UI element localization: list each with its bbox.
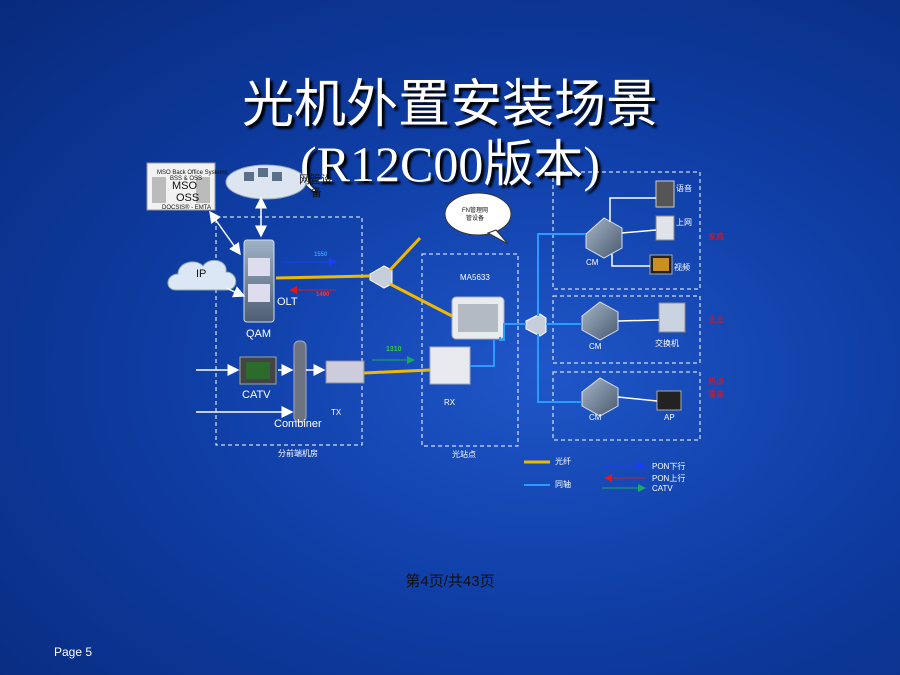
internet-label: 上网	[676, 218, 692, 227]
olt-label: OLT	[277, 296, 298, 308]
tx-device	[325, 360, 365, 384]
netmgmt-label-2: 备	[311, 187, 322, 199]
cm-device-3	[581, 377, 619, 417]
legend-coax-label: 同轴	[555, 480, 571, 489]
enterprise-label: 企业	[708, 315, 724, 324]
hotspot-label-1: 热点	[708, 377, 724, 386]
legend-pon-down-label: PON下行	[652, 462, 686, 471]
cm-label-1: CM	[586, 258, 599, 267]
enterprise-group-box	[552, 295, 701, 364]
wavelength-1490: 1490	[316, 292, 330, 298]
rx-label: RX	[444, 398, 456, 407]
ap-device	[656, 390, 682, 411]
cm-device-2	[581, 301, 619, 341]
ap-label: AP	[664, 413, 675, 422]
fn-label-1: FN管理网	[462, 208, 488, 214]
olt-qam-rack	[243, 239, 275, 323]
ip-cloud	[167, 259, 237, 291]
legend-catv-label: CATV	[652, 484, 673, 493]
cm-label-2: CM	[589, 342, 602, 351]
legend-pon-up-label: PON上行	[652, 474, 686, 483]
optical-splitter-1	[369, 265, 393, 289]
mso-sub: BSS & OSS	[170, 176, 203, 182]
headend-room-box	[215, 216, 363, 446]
tx-label: TX	[331, 408, 342, 417]
page-counter: 第4页/共43页	[405, 573, 495, 590]
optical-site-box	[421, 253, 519, 447]
oss-label: OSS	[176, 192, 200, 204]
home-label: 家庭	[708, 232, 724, 241]
switch-label: 交换机	[655, 339, 679, 348]
fn-label-2: 管设备	[466, 216, 485, 222]
optical-splitter-2	[525, 313, 547, 337]
phone-device	[655, 180, 675, 208]
cm-label-3: CM	[589, 413, 602, 422]
catv-label: CATV	[242, 389, 271, 401]
page-number: Page 5	[54, 645, 93, 659]
home-group-box	[552, 171, 701, 290]
hotspot-label-2: 覆盖	[708, 390, 724, 399]
ma5633-label: MA5633	[460, 273, 490, 282]
mso-label: MSO	[172, 180, 198, 192]
video-label: 视频	[674, 263, 690, 272]
fn-bubble	[444, 192, 512, 236]
combiner-label: Combiner	[274, 418, 322, 430]
wavelength-1310: 1310	[386, 346, 402, 353]
wavelength-1550: 1550	[314, 252, 328, 258]
headend-room-label: 分前端机房	[278, 449, 318, 458]
cm-device-1	[585, 217, 623, 259]
switch-device	[658, 302, 686, 333]
combiner-device	[293, 340, 307, 423]
voice-label: 语音	[676, 184, 692, 193]
hotspot-group-box	[552, 371, 701, 441]
pc-device	[655, 215, 675, 241]
title-line-1: 光机外置安装场景	[241, 77, 658, 134]
rx-device	[429, 346, 471, 385]
mso-bottom: DOCSIS® - EMTA	[162, 205, 211, 211]
title-line-2: (R12C00版本)	[300, 136, 600, 192]
legend-fiber-label: 光纤	[555, 457, 571, 466]
qam-label: QAM	[246, 328, 272, 340]
ip-label: IP	[196, 268, 207, 280]
optical-site-label: 光站点	[452, 450, 476, 459]
netmgmt-label-1: 网管设	[299, 174, 332, 186]
mso-header: MSO Back Office Systems	[157, 170, 228, 176]
